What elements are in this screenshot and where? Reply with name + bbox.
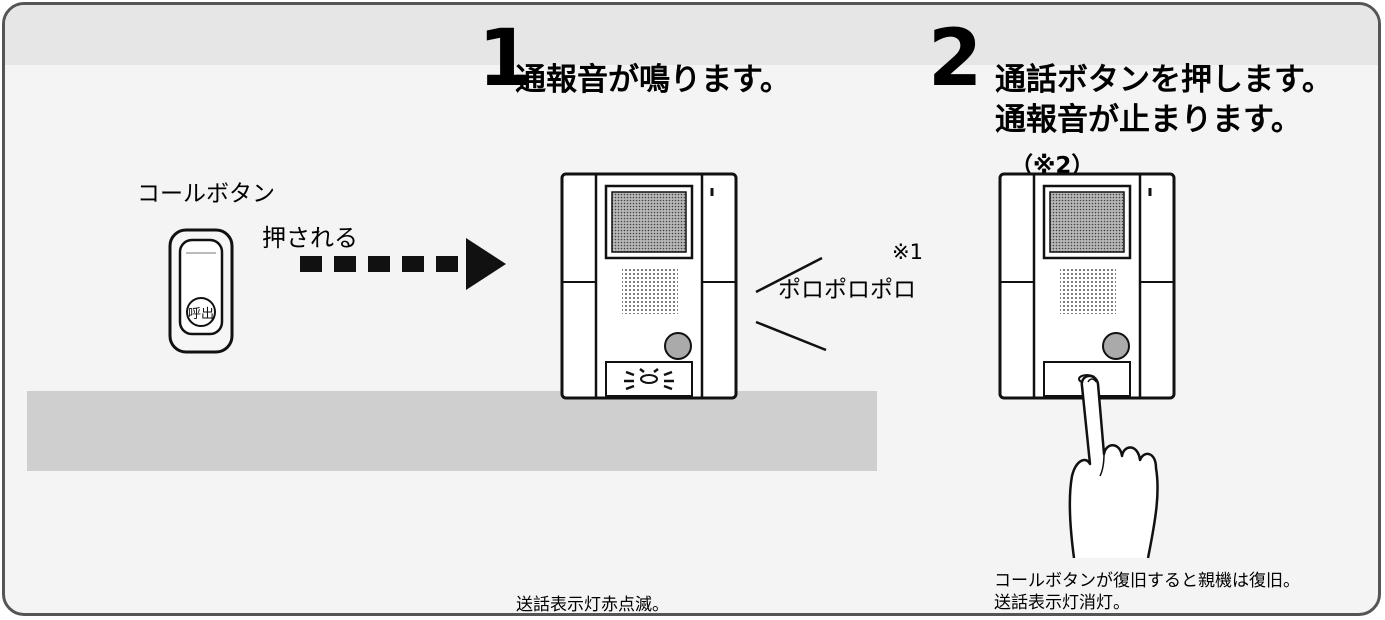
step2-line2: 通報音が止まります。	[995, 102, 1302, 138]
step1-title: 通報音が鳴ります。	[515, 62, 791, 98]
call-button-illustration: 呼出	[168, 228, 234, 354]
arrow-head-icon	[466, 238, 506, 290]
dashed-arrow	[300, 238, 506, 290]
intercom-unit-ringing	[560, 172, 738, 400]
sound-text: ポロポロポロ	[778, 277, 916, 303]
call-key-text: 呼出	[188, 307, 214, 322]
sound-lines	[755, 256, 827, 352]
pressing-finger-icon	[1068, 374, 1159, 559]
step2-caption-line2: 送話表示灯消灯。	[994, 593, 1130, 613]
step2-line1: 通話ボタンを押します。	[995, 62, 1333, 98]
intercom-unit-talk	[998, 172, 1176, 400]
step2-caption-line1: コールボタンが復旧すると親機は復旧。	[994, 571, 1300, 591]
background-band	[27, 391, 877, 471]
sound-note: ※1	[892, 240, 923, 264]
step1-caption: 送話表示灯赤点滅。	[516, 595, 669, 615]
step2-number: 2	[928, 14, 983, 104]
background-band	[5, 5, 1378, 65]
call-button-label: コールボタン	[137, 181, 275, 207]
step1-number: 1	[478, 14, 533, 104]
pressed-label: 押される	[262, 224, 358, 252]
